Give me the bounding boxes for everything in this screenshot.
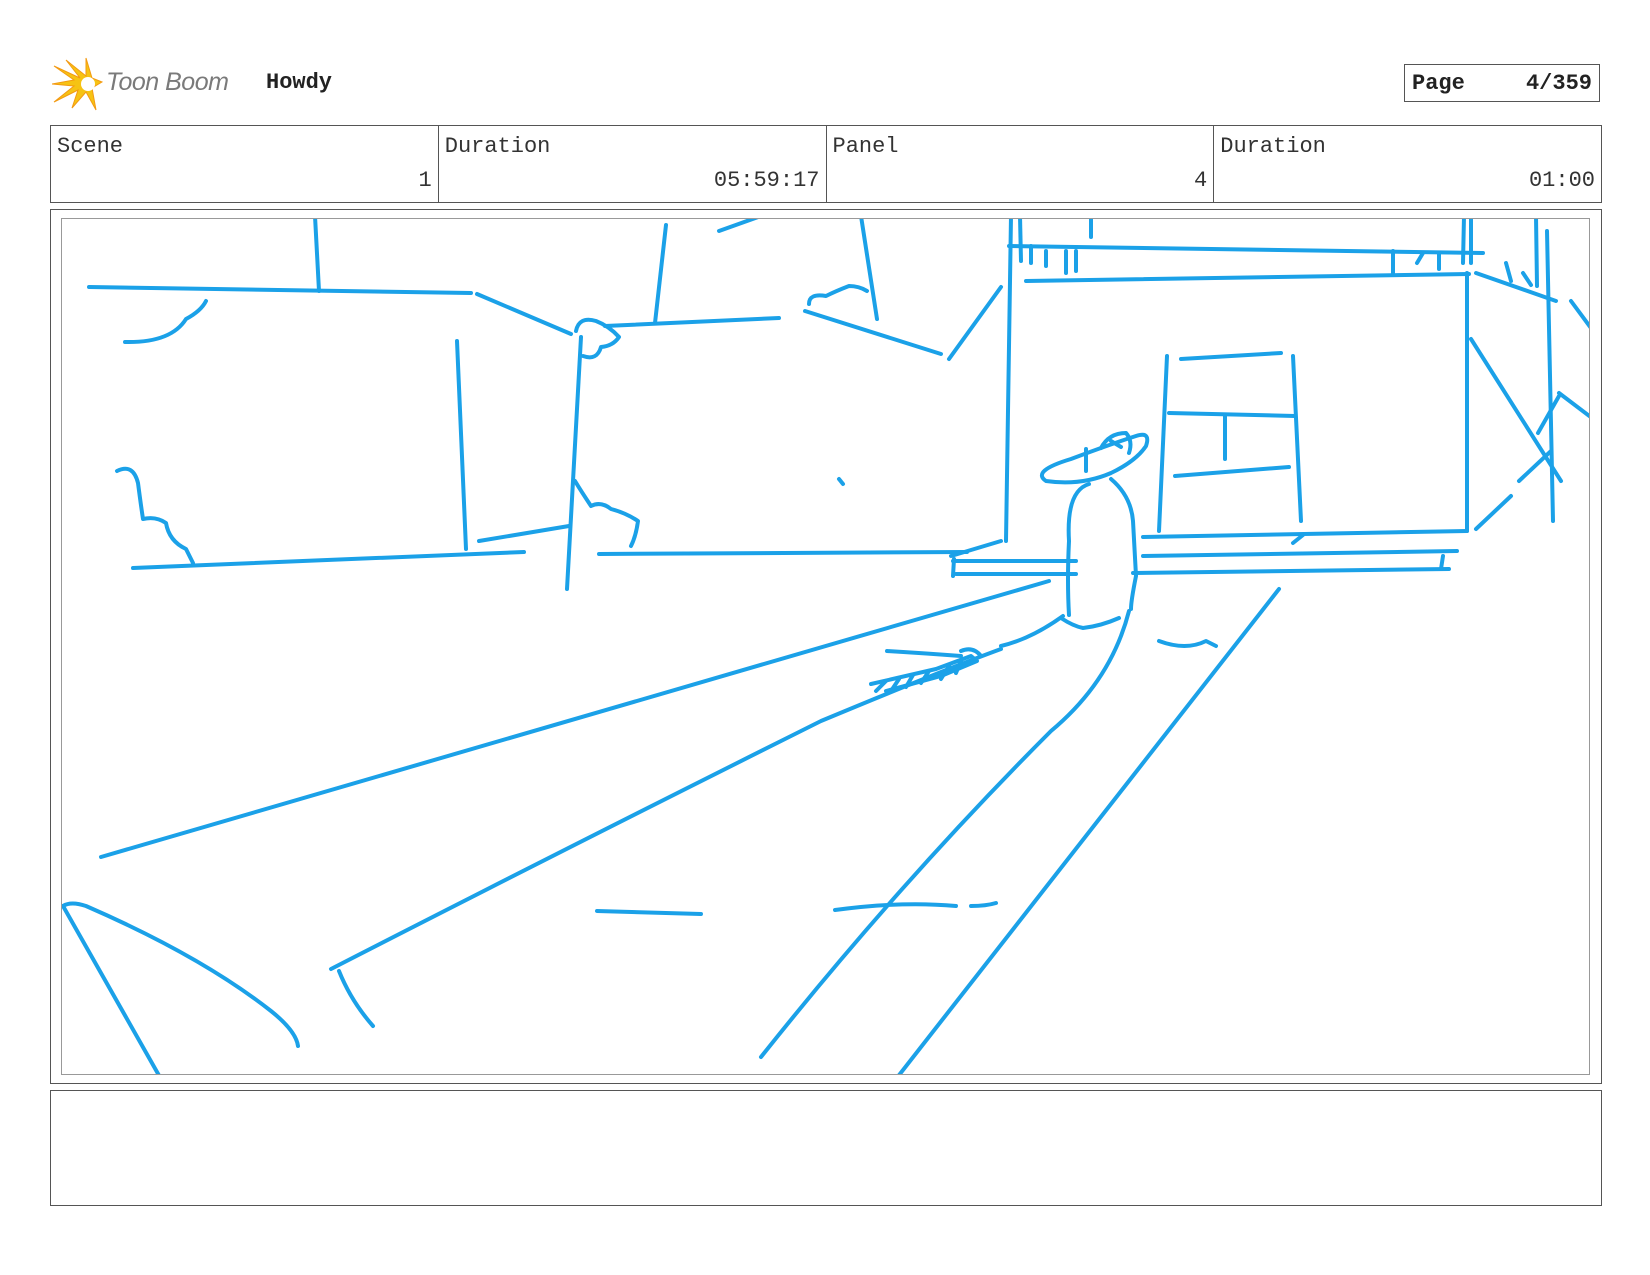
storyboard-panel-frame xyxy=(50,209,1602,1084)
sketch-drawing xyxy=(62,219,1589,1074)
project-title: Howdy xyxy=(266,70,333,95)
toon-boom-logo: Toon Boom xyxy=(52,56,252,114)
logo-wordmark: Toon Boom xyxy=(106,68,229,96)
scene-duration-cell: Duration 05:59:17 xyxy=(437,126,826,202)
panel-duration-value: 01:00 xyxy=(1528,168,1595,193)
starburst-icon xyxy=(52,57,104,111)
page-value: 4/359 xyxy=(1525,71,1592,96)
scene-duration-value: 05:59:17 xyxy=(713,168,820,193)
panel-duration-label: Duration xyxy=(1220,134,1326,159)
scene-value: 1 xyxy=(418,168,432,193)
page-indicator: Page 4/359 xyxy=(1404,64,1600,102)
panel-label: Panel xyxy=(832,134,899,159)
scene-cell: Scene 1 xyxy=(51,126,438,202)
panel-info-table: Scene 1 Duration 05:59:17 Panel 4 Durati… xyxy=(50,125,1602,203)
panel-value: 4 xyxy=(1194,168,1208,193)
panel-cell: Panel 4 xyxy=(825,126,1214,202)
scene-label: Scene xyxy=(57,134,124,159)
scene-duration-label: Duration xyxy=(444,134,551,159)
panel-notes-box xyxy=(50,1090,1602,1206)
panel-duration-cell: Duration 01:00 xyxy=(1213,126,1601,202)
storyboard-panel-image xyxy=(61,218,1590,1075)
page-label: Page xyxy=(1412,71,1465,96)
